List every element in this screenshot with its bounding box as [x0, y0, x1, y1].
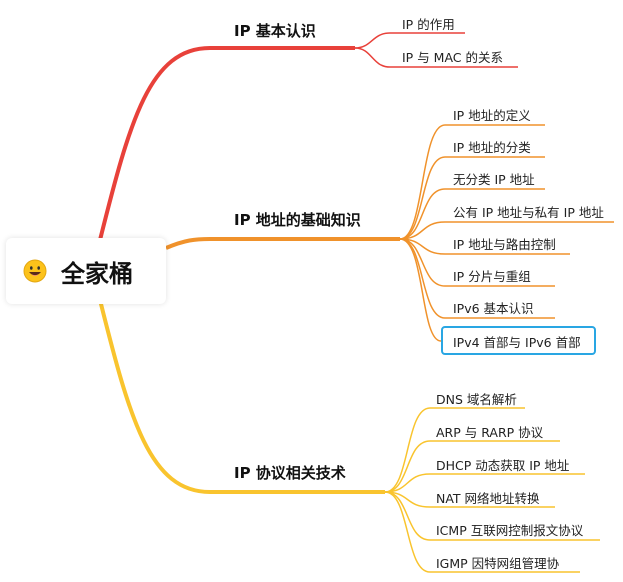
leaf-ip-address-classes[interactable]: IP 地址的分类 [453, 140, 531, 155]
leaf-icmp[interactable]: ICMP 互联网控制报文协议 [436, 523, 584, 538]
leaf-ipv6-basics[interactable]: IPv6 基本认识 [453, 301, 534, 316]
connector-root-branch-2 [165, 237, 400, 250]
leaf-ip-role[interactable]: IP 的作用 [402, 17, 455, 32]
branch-2-leaf-connectors [399, 124, 614, 342]
branch-3-leaf-connectors [384, 407, 600, 573]
leaf-arp-rarp[interactable]: ARP 与 RARP 协议 [436, 425, 544, 440]
leaf-ipv4-ipv6-header[interactable]: IPv4 首部与 IPv6 首部 [453, 335, 581, 350]
branch-1-leaf-connectors [354, 32, 518, 68]
leaf-classless-ip-address[interactable]: 无分类 IP 地址 [453, 172, 535, 187]
root-node[interactable]: 全家桶 [6, 238, 166, 304]
selected-node-highlight [441, 326, 596, 355]
root-label: 全家桶 [61, 260, 133, 288]
connector-root-branch-3 [98, 299, 385, 494]
branch-label-ip-address-basics[interactable]: IP 地址的基础知识 [234, 211, 361, 229]
leaf-dns[interactable]: DNS 域名解析 [436, 392, 517, 407]
leaf-ip-vs-mac[interactable]: IP 与 MAC 的关系 [402, 50, 503, 65]
branch-label-ip-related-tech[interactable]: IP 协议相关技术 [234, 464, 346, 482]
grinning-face-icon [23, 259, 47, 283]
branch-label-ip-basics[interactable]: IP 基本认识 [234, 22, 316, 40]
leaf-public-private-ip[interactable]: 公有 IP 地址与私有 IP 地址 [453, 205, 604, 220]
connector-root-branch-1 [98, 46, 355, 241]
leaf-igmp[interactable]: IGMP 因特网组管理协 [436, 556, 560, 571]
leaf-ip-routing-control[interactable]: IP 地址与路由控制 [453, 237, 556, 252]
leaf-ip-address-definition[interactable]: IP 地址的定义 [453, 108, 531, 123]
leaf-ip-fragmentation[interactable]: IP 分片与重组 [453, 269, 531, 284]
leaf-dhcp[interactable]: DHCP 动态获取 IP 地址 [436, 458, 570, 473]
leaf-nat[interactable]: NAT 网络地址转换 [436, 491, 540, 506]
